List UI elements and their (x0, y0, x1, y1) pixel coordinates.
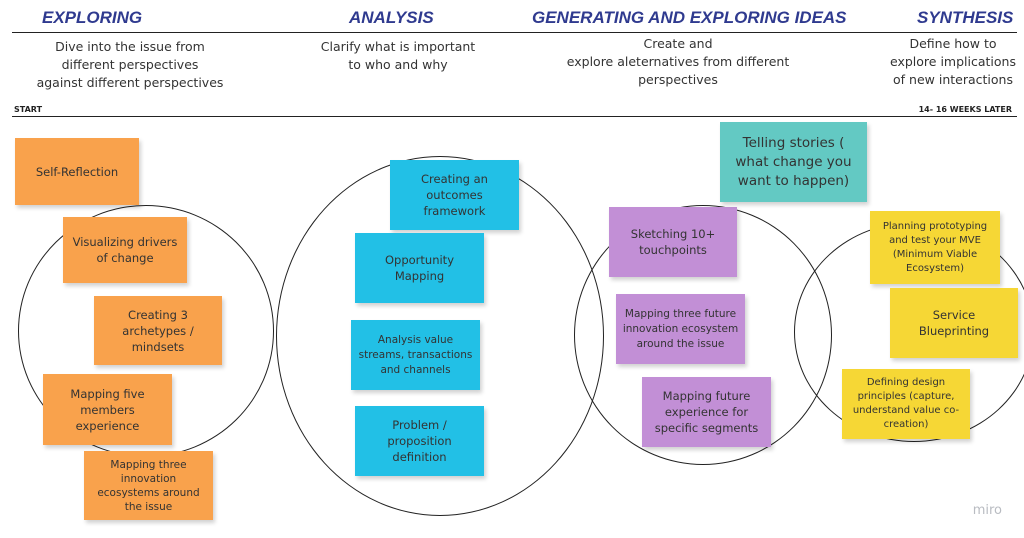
phase-title-analysis: ANALYSIS (349, 8, 434, 27)
desc-line: different perspectives (61, 57, 199, 72)
timeline-start: START (14, 105, 43, 114)
phase-title-exploring: EXPLORING (42, 8, 143, 27)
desc-line: Dive into the issue from (55, 39, 205, 54)
sticky-note-value-streams[interactable]: Analysis value streams, transactions and… (351, 320, 480, 390)
sticky-note-problem-definition[interactable]: Problem / proposition definition (355, 406, 484, 476)
sticky-note-planning-prototyping[interactable]: Planning prototyping and test your MVE (… (870, 211, 1000, 284)
header-rule (12, 32, 1017, 33)
sticky-note-archetypes[interactable]: Creating 3 archetypes / mindsets (94, 296, 222, 365)
sticky-note-members-experience[interactable]: Mapping five members experience (43, 374, 172, 445)
phase-desc-exploring: Dive into the issue from different persp… (20, 38, 240, 92)
sticky-note-touchpoints[interactable]: Sketching 10+ touchpoints (609, 207, 737, 277)
desc-line: explore implications (890, 54, 1016, 69)
desc-line: against different perspectives (36, 75, 224, 90)
sticky-note-drivers-of-change[interactable]: Visualizing drivers of change (63, 217, 187, 283)
sticky-note-service-blueprinting[interactable]: Service Blueprinting (890, 288, 1018, 358)
desc-line: Create and (643, 36, 713, 51)
sticky-note-opportunity-mapping[interactable]: Opportunity Mapping (355, 233, 484, 303)
desc-line: explore aleternatives from different (566, 54, 790, 69)
phase-desc-synthesis: Define how to explore implications of ne… (884, 35, 1022, 89)
miro-logo: miro (972, 503, 1002, 518)
desc-line: of new interactions (893, 72, 1013, 87)
sticky-note-self-reflection[interactable]: Self-Reflection (15, 138, 139, 205)
phase-title-generating: GENERATING AND EXPLORING IDEAS (532, 8, 847, 27)
desc-line: perspectives (638, 72, 718, 87)
sticky-note-innovation-ecosystems[interactable]: Mapping three innovation ecosystems arou… (84, 451, 213, 520)
timeline-end: 14- 16 WEEKS LATER (918, 105, 1012, 114)
sticky-note-design-principles[interactable]: Defining design principles (capture, und… (842, 369, 970, 439)
desc-line: to who and why (348, 57, 448, 72)
phase-title-synthesis: SYNTHESIS (917, 8, 1014, 27)
timeline-rule (12, 116, 1017, 117)
phase-desc-analysis: Clarify what is important to who and why (298, 38, 498, 74)
sticky-note-outcomes-framework[interactable]: Creating an outcomes framework (390, 160, 519, 230)
phase-desc-generating: Create and explore aleternatives from di… (556, 35, 800, 89)
desc-line: Clarify what is important (320, 39, 476, 54)
sticky-note-future-ecosystem[interactable]: Mapping three future innovation ecosyste… (616, 294, 745, 364)
sticky-note-telling-stories[interactable]: Telling stories ( what change you want t… (720, 122, 867, 202)
sticky-note-future-experience[interactable]: Mapping future experience for specific s… (642, 377, 771, 447)
desc-line: Define how to (909, 36, 997, 51)
